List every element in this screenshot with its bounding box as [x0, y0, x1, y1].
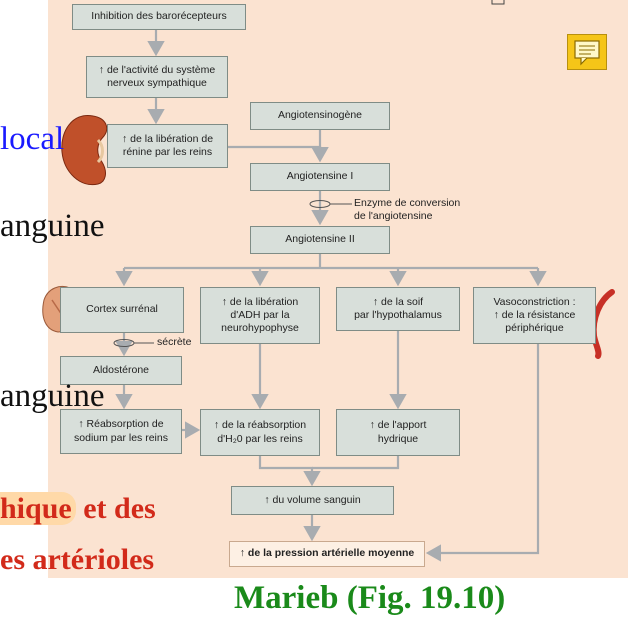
enzyme-label: Enzyme de conversion de l'angiotensine	[354, 197, 461, 222]
slide-text-line2: es artérioles	[0, 543, 155, 576]
arrow-renin-to-ang1	[228, 145, 329, 163]
box-blood-volume: ↑ du volume sanguin	[231, 486, 394, 515]
box-mean-arterial-pressure: ↑ de la pression artérielle moyenne	[229, 541, 425, 567]
box-water-reabsorption: ↑ de la réabsorption d'H₂0 par les reins	[200, 409, 320, 456]
box-sympathetic: ↑ de l'activité du système nerveux sympa…	[86, 56, 228, 98]
slide-text-line1: hique et des	[0, 492, 156, 526]
box-vasoconstriction: Vasoconstriction : ↑ de la résistance pé…	[473, 287, 596, 344]
box-water-intake: ↑ de l'apport hydrique	[336, 409, 460, 456]
slide-text-local: local	[0, 121, 65, 157]
slide-text-sanguine-2: anguine	[0, 378, 105, 414]
secrete-label: sécrète	[157, 336, 192, 348]
arrow-intake-to-volume	[312, 456, 400, 470]
box-adh: ↑ de la libération d'ADH par la neurohyp…	[200, 287, 320, 344]
arrow-water-to-volume	[258, 456, 321, 487]
box-cortex: Cortex surrénal	[60, 287, 184, 333]
kidney-icon	[61, 115, 108, 186]
note-icon[interactable]	[567, 34, 607, 70]
arrow-vaso-to-pressure	[425, 344, 540, 562]
box-angiotensin2: Angiotensine II	[250, 226, 390, 254]
box-sodium: ↑ Réabsorption de sodium par les reins	[60, 409, 182, 454]
slide-text-sanguine-1: anguine	[0, 208, 105, 244]
box-angiotensin1: Angiotensine I	[250, 163, 390, 191]
box-thirst: ↑ de la soif par l'hypothalamus	[336, 287, 460, 331]
box-renin: ↑ de la libération de rénine par les rei…	[107, 124, 228, 168]
slide-highlight-red: hique	[0, 492, 76, 525]
box-aldosterone: Aldostérone	[60, 356, 182, 385]
box-angiotensinogen: Angiotensinogène	[250, 102, 390, 130]
box-baroreceptor: Inhibition des barorécepteurs	[72, 4, 246, 30]
slide-text-black: et des	[75, 492, 156, 525]
checkbox-mark	[491, 0, 505, 5]
